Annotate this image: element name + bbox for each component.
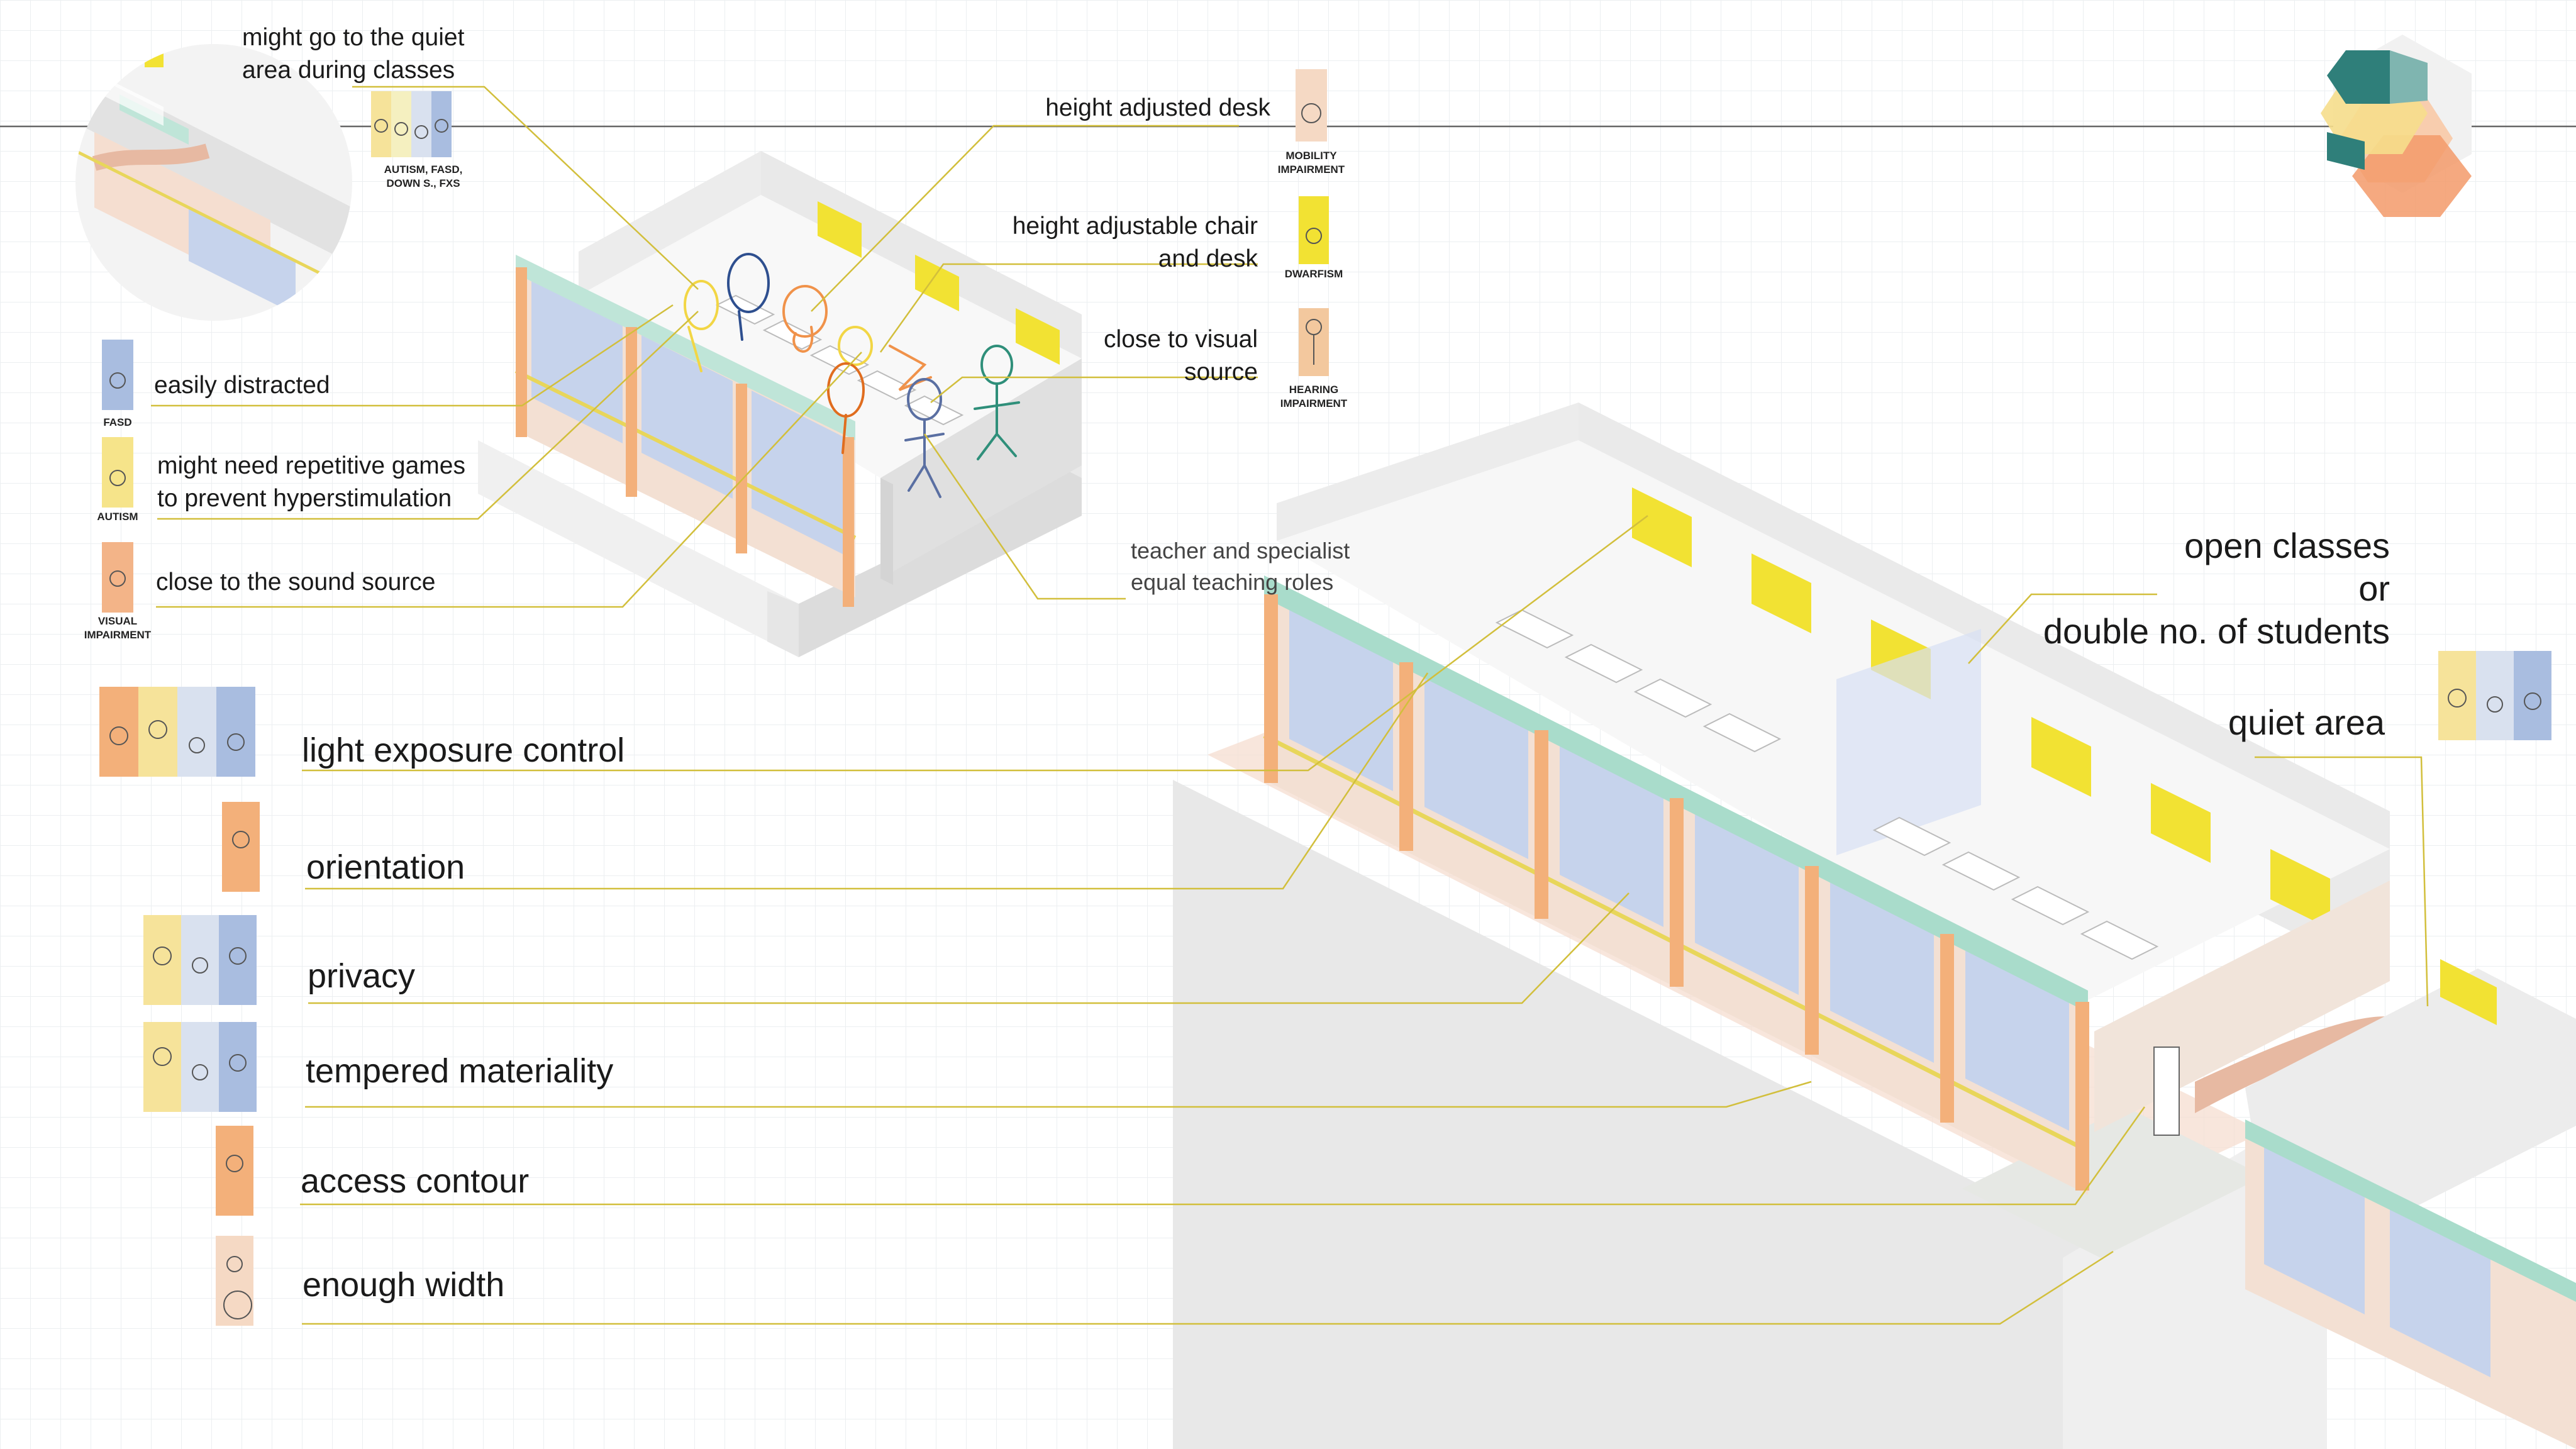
autism-caption: AUTISM — [97, 511, 138, 523]
large-classroom-model — [1173, 402, 2576, 1449]
callout-teacher-line2: equal teaching roles — [1131, 569, 1334, 595]
mobility-caption-2: IMPAIRMENT — [1277, 164, 1345, 175]
callout-teacher-line1: teacher and specialist — [1131, 538, 1350, 564]
legend-orientation: orientation — [306, 848, 465, 886]
hearing-caption-1: HEARING — [1289, 384, 1339, 396]
legend-icons — [99, 687, 260, 1326]
visual-impairment-icon — [102, 542, 133, 613]
quiet-area-children-icon — [2438, 651, 2551, 740]
three-children-icon — [143, 1022, 257, 1112]
callout-repetitive-line2: to prevent hyperstimulation — [157, 485, 452, 512]
callout-quiet-area-line2: area during classes — [242, 57, 455, 84]
wheelchair-child-icon — [216, 1236, 253, 1326]
legend-tempered-materiality: tempered materiality — [306, 1052, 614, 1090]
callout-quiet-area-line1: might go to the quiet — [242, 24, 465, 51]
callout-chair-desk-line1: height adjustable chair — [1012, 213, 1258, 240]
mobility-impairment-icon — [1296, 69, 1327, 142]
leader-lines — [151, 86, 2429, 1325]
plan-thumbnail — [75, 44, 352, 321]
autism-group-caption-1: AUTISM, FASD, — [384, 164, 463, 175]
condition-icons — [102, 69, 2551, 740]
callout-visual-source-line2: source — [1184, 358, 1258, 386]
autism-group-caption-2: DOWN S., FXS — [386, 177, 460, 189]
legend-light-exposure: light exposure control — [302, 731, 625, 769]
visual-impairment-child-icon — [222, 802, 260, 892]
callout-repetitive-line1: might need repetitive games — [157, 452, 465, 479]
hearing-caption-2: IMPAIRMENT — [1280, 397, 1348, 409]
quiet-area-label: quiet area — [2228, 702, 2385, 742]
fasd-caption: FASD — [103, 416, 132, 428]
fasd-icon — [102, 340, 133, 410]
three-children-icon — [143, 915, 257, 1005]
open-classes-line2: or — [2358, 569, 2390, 608]
dwarfism-caption: DWARFISM — [1284, 268, 1343, 280]
four-children-icon — [99, 687, 255, 777]
small-classroom-model — [478, 151, 1082, 657]
hearing-impairment-icon — [1299, 308, 1329, 376]
callout-visual-source-line1: close to visual — [1104, 326, 1258, 353]
callout-chair-desk-line2: and desk — [1158, 245, 1258, 272]
legend-access-contour: access contour — [301, 1162, 530, 1200]
callout-height-desk: height adjusted desk — [1045, 94, 1270, 121]
stacked-cubes-logo — [2321, 35, 2472, 217]
mobility-caption-1: MOBILITY — [1285, 150, 1337, 162]
visual-impairment-child-icon — [216, 1126, 253, 1216]
callout-sound-source: close to the sound source — [156, 569, 436, 596]
visual-caption-1: VISUAL — [97, 615, 138, 627]
legend-enough-width: enough width — [303, 1266, 505, 1304]
visual-caption-2: IMPAIRMENT — [84, 629, 152, 641]
dwarfism-icon — [1299, 196, 1329, 264]
autism-group-icon — [371, 91, 452, 157]
autism-icon — [102, 437, 133, 508]
open-classes-line3: double no. of students — [2043, 611, 2390, 651]
open-classes-line1: open classes — [2184, 526, 2390, 565]
callout-easily-distracted: easily distracted — [154, 372, 330, 399]
legend-privacy: privacy — [308, 957, 416, 995]
